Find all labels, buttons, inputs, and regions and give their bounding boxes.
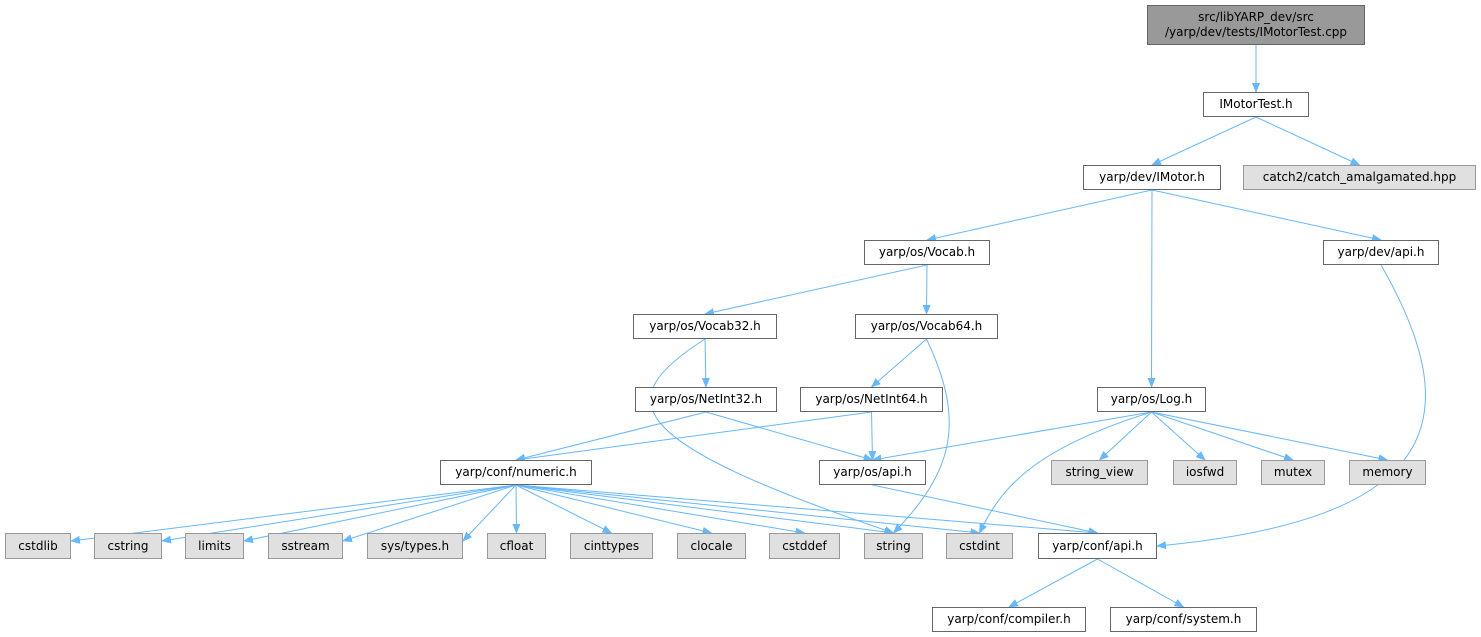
edge-vocab64-to-netint64: [870, 338, 927, 388]
node-string[interactable]: string: [864, 533, 923, 559]
edge-log-to-cstdint: [979, 411, 1152, 534]
edge-imotor-to-devapi: [1151, 189, 1382, 242]
edge-osapi-to-confapi: [872, 484, 1099, 536]
edge-numeric-to-clocale: [515, 484, 713, 535]
node-osapi[interactable]: yarp/os/api.h: [819, 460, 926, 485]
node-cfloat[interactable]: cfloat: [487, 533, 546, 559]
node-vocab32[interactable]: yarp/os/Vocab32.h: [633, 314, 777, 339]
node-cstddef[interactable]: cstddef: [769, 533, 840, 559]
root-label-line1: src/libYARP_dev/src: [1198, 10, 1314, 24]
edge-vocab32-to-netint32: [701, 338, 710, 388]
node-vocab[interactable]: yarp/os/Vocab.h: [864, 240, 990, 265]
edge-numeric-to-cstddef: [515, 484, 806, 536]
node-memory[interactable]: memory: [1349, 460, 1426, 485]
node-catch2[interactable]: catch2/catch_amalgamated.hpp: [1243, 165, 1476, 190]
node-cinttypes[interactable]: cinttypes: [570, 533, 653, 559]
edge-confapi-to-system: [1097, 558, 1185, 608]
root-label-line2: /yarp/dev/tests/IMotorTest.cpp: [1164, 25, 1348, 39]
node-compiler[interactable]: yarp/conf/compiler.h: [932, 607, 1086, 632]
node-imotor[interactable]: yarp/dev/IMotor.h: [1083, 165, 1221, 190]
edge-vocab64-to-string: [892, 338, 950, 534]
edge-log-to-memory: [1151, 411, 1389, 463]
node-netint32[interactable]: yarp/os/NetInt32.h: [635, 387, 777, 412]
edge-numeric-to-cinttypes: [515, 484, 613, 534]
edge-log-to-osapi: [871, 411, 1152, 463]
node-cstring[interactable]: cstring: [94, 533, 162, 559]
node-netint64[interactable]: yarp/os/NetInt64.h: [800, 387, 943, 412]
edge-imotortest-to-imotor: [1151, 116, 1257, 166]
node-cstdlib[interactable]: cstdlib: [5, 533, 71, 559]
node-vocab64[interactable]: yarp/os/Vocab64.h: [855, 314, 998, 339]
edge-numeric-to-sstream: [342, 484, 517, 543]
edge-imotortest-to-catch2: [1255, 116, 1361, 166]
node-numeric[interactable]: yarp/conf/numeric.h: [440, 460, 592, 485]
node-iosfwd[interactable]: iosfwd: [1173, 460, 1237, 485]
edge-log-to-string_view: [1098, 411, 1152, 461]
edge-log-to-iosfwd: [1151, 411, 1206, 461]
node-clocale[interactable]: clocale: [677, 533, 746, 559]
node-mutex[interactable]: mutex: [1261, 460, 1325, 485]
edge-numeric-to-cfloat: [512, 484, 521, 534]
edge-numeric-to-cstdlib: [70, 484, 517, 544]
edge-log-to-mutex: [1151, 411, 1294, 461]
edge-imotor-to-vocab: [926, 189, 1153, 242]
node-limits[interactable]: limits: [185, 533, 244, 559]
node-system[interactable]: yarp/conf/system.h: [1110, 607, 1257, 632]
node-root-file: src/libYARP_dev/src /yarp/dev/tests/IMot…: [1147, 5, 1365, 45]
edge-numeric-to-systypes: [462, 484, 517, 542]
edge-vocab32-to-string: [650, 338, 895, 534]
edge-numeric-to-cstdint: [515, 484, 981, 537]
node-cstdint[interactable]: cstdint: [946, 533, 1013, 559]
node-imotortest[interactable]: IMotorTest.h: [1203, 92, 1309, 117]
edge-netint64-to-osapi: [868, 411, 877, 461]
edge-numeric-to-string: [515, 484, 895, 536]
edge-netint32-to-numeric: [515, 411, 707, 462]
edge-confapi-to-compiler: [1008, 558, 1098, 608]
node-confapi[interactable]: yarp/conf/api.h: [1038, 533, 1157, 559]
node-string-view[interactable]: string_view: [1051, 460, 1148, 485]
node-sstream[interactable]: sstream: [268, 533, 343, 559]
edge-numeric-to-cstring: [161, 484, 517, 544]
edge-vocab-to-vocab64: [922, 264, 931, 315]
edge-netint64-to-numeric: [515, 411, 872, 463]
node-systypes[interactable]: sys/types.h: [367, 533, 463, 559]
edge-imotor-to-log: [1147, 189, 1156, 388]
edge-numeric-to-limits: [243, 484, 517, 544]
edge-devapi-to-confapi: [1156, 264, 1426, 550]
edge-numeric-to-confapi: [515, 484, 1099, 537]
node-log[interactable]: yarp/os/Log.h: [1097, 387, 1206, 412]
edge-netint32-to-osapi: [705, 411, 874, 462]
node-devapi[interactable]: yarp/dev/api.h: [1323, 240, 1439, 265]
edge-vocab-to-vocab32: [704, 264, 928, 316]
